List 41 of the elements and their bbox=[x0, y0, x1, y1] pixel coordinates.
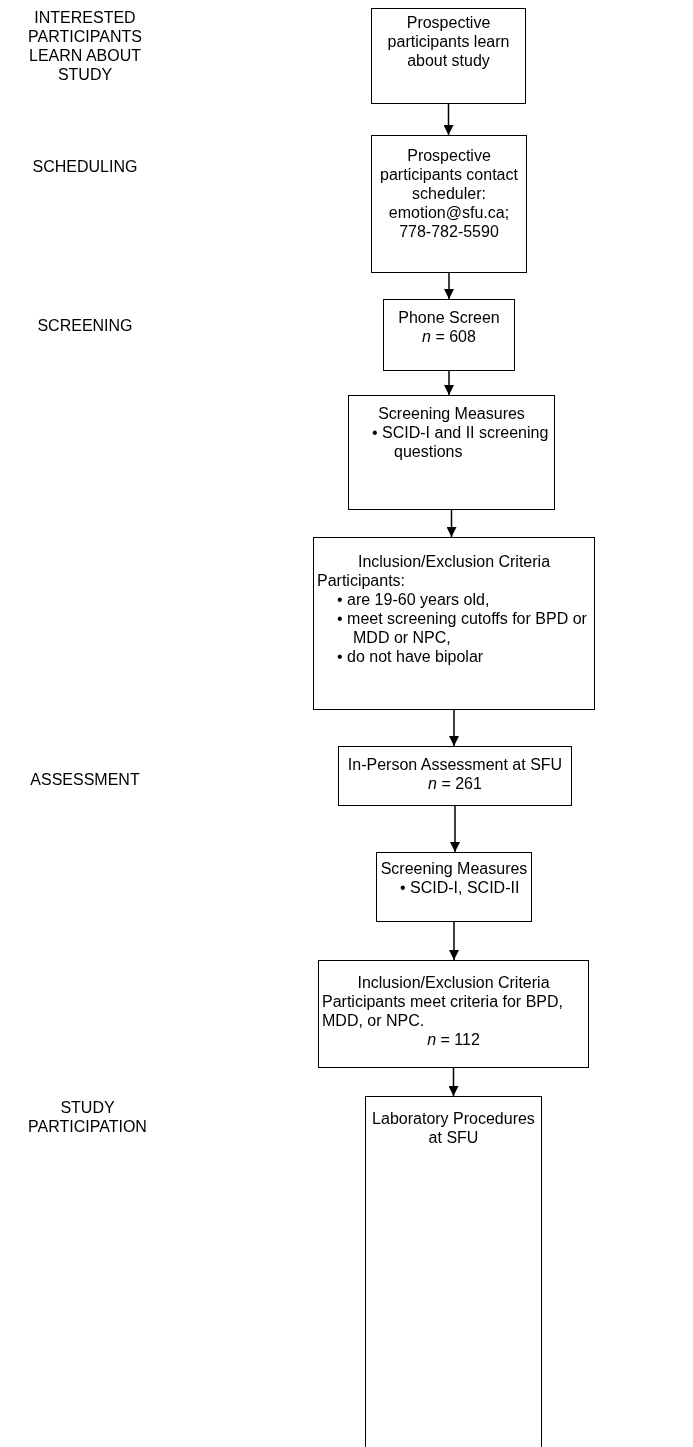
arrow bbox=[443, 103, 454, 136]
box-text: n = 608 bbox=[421, 327, 477, 346]
process-box bbox=[348, 395, 555, 510]
stage-label: INTERESTED PARTICIPANTS LEARN ABOUT STUDY bbox=[27, 8, 143, 84]
process-box bbox=[371, 135, 527, 273]
arrow bbox=[449, 709, 459, 747]
box-text: Screening Measures bbox=[380, 859, 528, 878]
arrow bbox=[444, 370, 454, 396]
criteria-box bbox=[318, 960, 589, 1068]
box-text: Prospective participants contact scheduler: emotion@sfu.ca; 778-782-5590 bbox=[379, 146, 519, 241]
stage-label: STUDY PARTICIPATION bbox=[27, 1098, 148, 1136]
process-box bbox=[376, 852, 532, 922]
arrow bbox=[450, 805, 460, 853]
stage-label: SCREENING bbox=[36, 316, 134, 335]
process-box bbox=[338, 746, 572, 806]
box-text: n = 261 bbox=[427, 774, 483, 793]
box-text: Participants meet criteria for BPD, MDD, or NPC. bbox=[322, 992, 564, 1030]
box-text: Inclusion/Exclusion Criteria bbox=[356, 552, 552, 571]
box-text: Laboratory Procedures at SFU bbox=[371, 1109, 536, 1147]
arrow bbox=[448, 1067, 459, 1097]
process-box bbox=[365, 1096, 542, 1447]
criteria-box bbox=[313, 537, 595, 710]
arrow bbox=[449, 921, 459, 961]
stage-label: SCHEDULING bbox=[31, 157, 139, 176]
arrow bbox=[446, 509, 457, 538]
box-text: Phone Screen bbox=[397, 308, 501, 327]
process-box bbox=[371, 8, 526, 104]
box-text: Prospective participants learn about study bbox=[386, 13, 511, 70]
box-text: In-Person Assessment at SFU bbox=[346, 755, 564, 774]
bullet-item: • SCID-I, SCID-II bbox=[399, 878, 521, 897]
bullet-item: • are 19-60 years old, bbox=[336, 590, 491, 609]
box-text: Screening Measures bbox=[377, 404, 526, 423]
box-text: Participants: bbox=[317, 571, 407, 590]
bullet-item: • SCID-I and II screening questions bbox=[371, 423, 550, 461]
bullet-item: • meet screening cutoffs for BPD or MDD or NPC, bbox=[336, 609, 588, 647]
box-text: n = 112 bbox=[426, 1030, 481, 1049]
process-box bbox=[383, 299, 515, 371]
stage-label: ASSESSMENT bbox=[29, 770, 141, 789]
box-text: Inclusion/Exclusion Criteria bbox=[356, 973, 551, 992]
bullet-item: • do not have bipolar bbox=[336, 647, 485, 666]
arrow bbox=[444, 272, 454, 300]
